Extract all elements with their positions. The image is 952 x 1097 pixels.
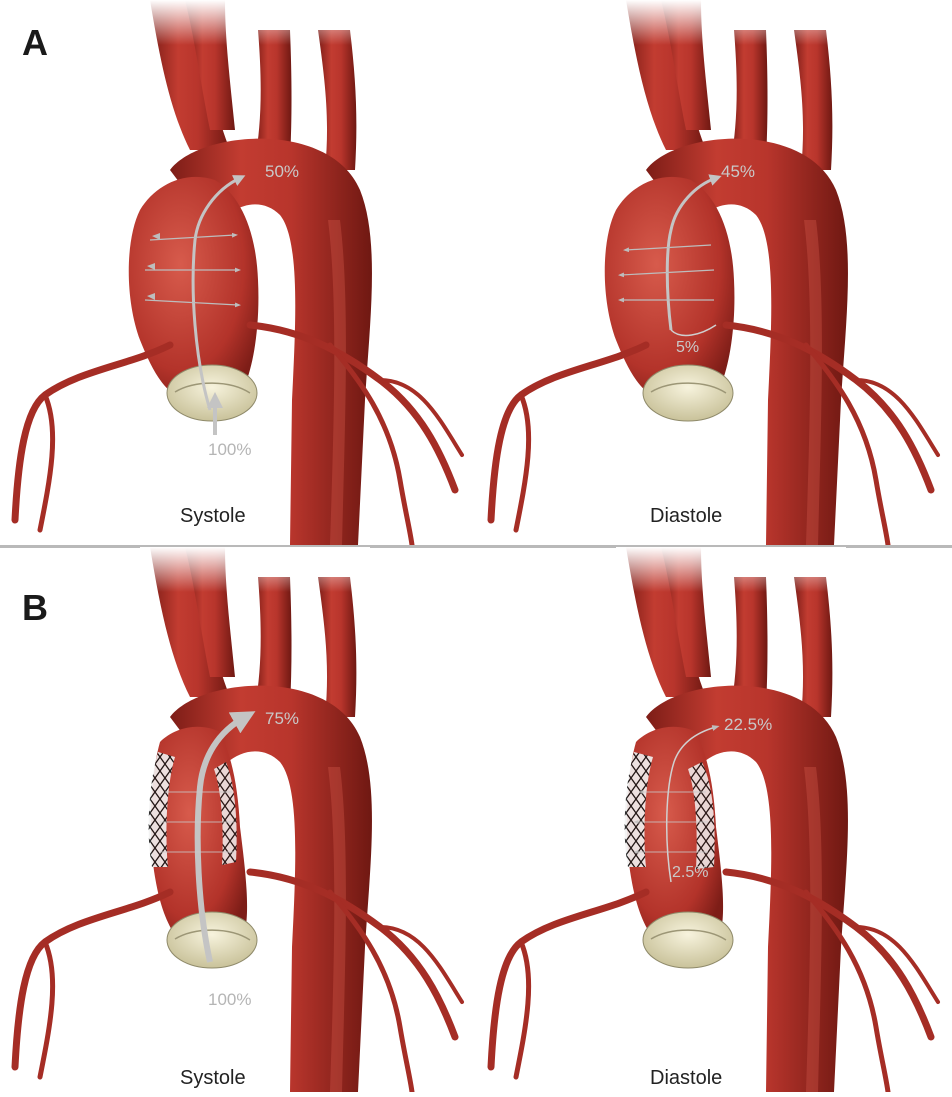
- panel-b: B 75%: [0, 547, 952, 1095]
- stent-graft-right: [688, 762, 715, 869]
- aorta-illustration: 45% 5%: [487, 0, 940, 548]
- aorta-a-diastole: 45% 5% Diastole: [476, 0, 952, 548]
- inflow-label: 100%: [208, 990, 251, 1009]
- inflow-label: 100%: [208, 440, 251, 459]
- phase-label-systole: Systole: [180, 1067, 246, 1089]
- phase-label-diastole: Diastole: [650, 505, 723, 527]
- panel-letter-a: A: [22, 22, 48, 63]
- aorta-illustration: 22.5% 2.5%: [487, 547, 940, 1095]
- panel-divider: [0, 545, 952, 548]
- coronary-flow-label: 5%: [676, 339, 699, 356]
- panel-letter-b: B: [22, 587, 48, 628]
- stent-graft-right: [214, 762, 237, 865]
- outflow-label: 45%: [721, 162, 755, 181]
- aorta-illustration: 75% 100%: [11, 547, 464, 1095]
- stent-graft-left: [148, 752, 175, 867]
- aorta-a-systole: 50% 100% Systole: [0, 0, 476, 548]
- coronary-flow-label: 2.5%: [672, 864, 708, 881]
- aorta-b-diastole: 22.5% 2.5% Diastole: [476, 547, 952, 1095]
- panel-a: A: [0, 0, 952, 548]
- aorta-illustration: 50% 100%: [11, 0, 464, 548]
- outflow-label: 22.5%: [724, 715, 772, 734]
- phase-label-systole: Systole: [180, 505, 246, 527]
- outflow-label: 75%: [265, 709, 299, 728]
- stent-graft-left: [624, 752, 653, 867]
- outflow-label: 50%: [265, 162, 299, 181]
- phase-label-diastole: Diastole: [650, 1067, 723, 1089]
- aorta-b-systole: 75% 100% Systole: [0, 547, 476, 1095]
